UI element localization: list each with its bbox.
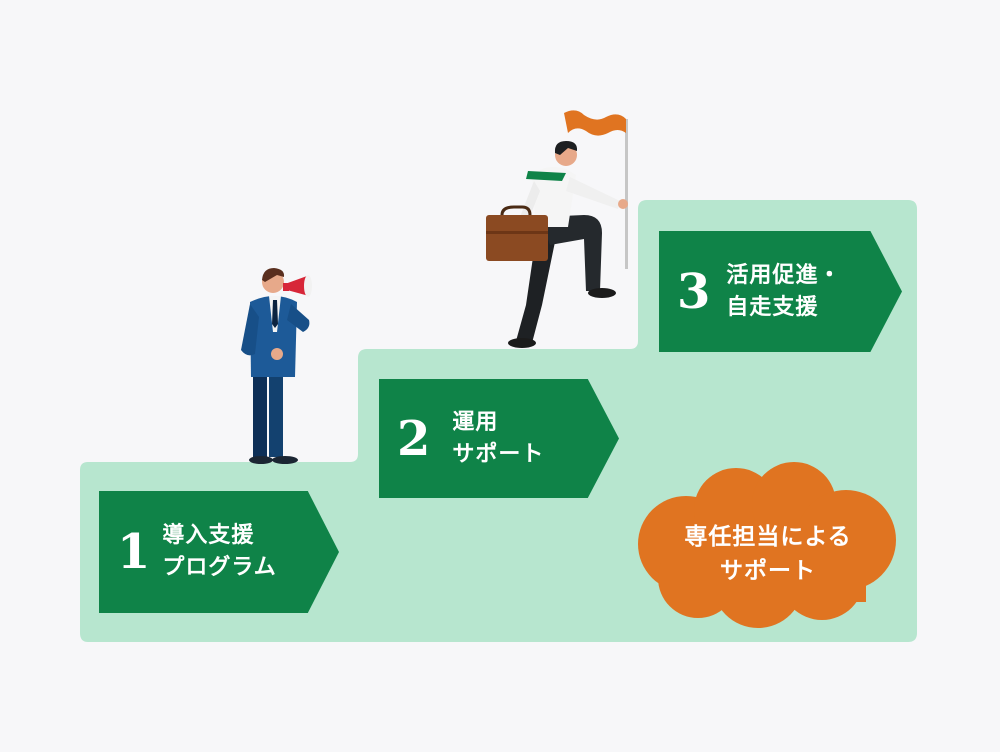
step-3-line2: 自走支援 <box>726 294 819 320</box>
step-1-line2: プログラム <box>162 555 277 580</box>
support-cloud-shape <box>638 462 896 628</box>
step-3-label: 3 活用促進・ 自走支援 <box>659 231 902 352</box>
step-2-label: 2 運用 サポート <box>379 379 619 498</box>
step-1-line1: 導入支援 <box>162 523 255 549</box>
support-badge-line1: 専任担当による <box>684 523 852 550</box>
step-1-text: 導入支援 プログラム <box>162 520 276 584</box>
support-badge-line2: サポート <box>720 558 816 584</box>
step-2-line2: サポート <box>452 441 545 467</box>
businessman-megaphone-icon <box>241 268 312 464</box>
businessman-flag-briefcase-icon <box>486 110 628 348</box>
step-2-number: 2 <box>397 410 431 467</box>
step-1-label: 1 導入支援 プログラム <box>99 491 339 613</box>
support-badge: 専任担当による サポート <box>638 496 898 612</box>
step-2-text: 運用 サポート <box>452 407 544 471</box>
step-3-text: 活用促進・ 自走支援 <box>726 260 841 324</box>
step-3-number: 3 <box>677 263 711 320</box>
step-1-number: 1 <box>117 524 151 580</box>
step-3-line1: 活用促進・ <box>726 262 842 288</box>
step-2-line1: 運用 <box>452 409 499 435</box>
